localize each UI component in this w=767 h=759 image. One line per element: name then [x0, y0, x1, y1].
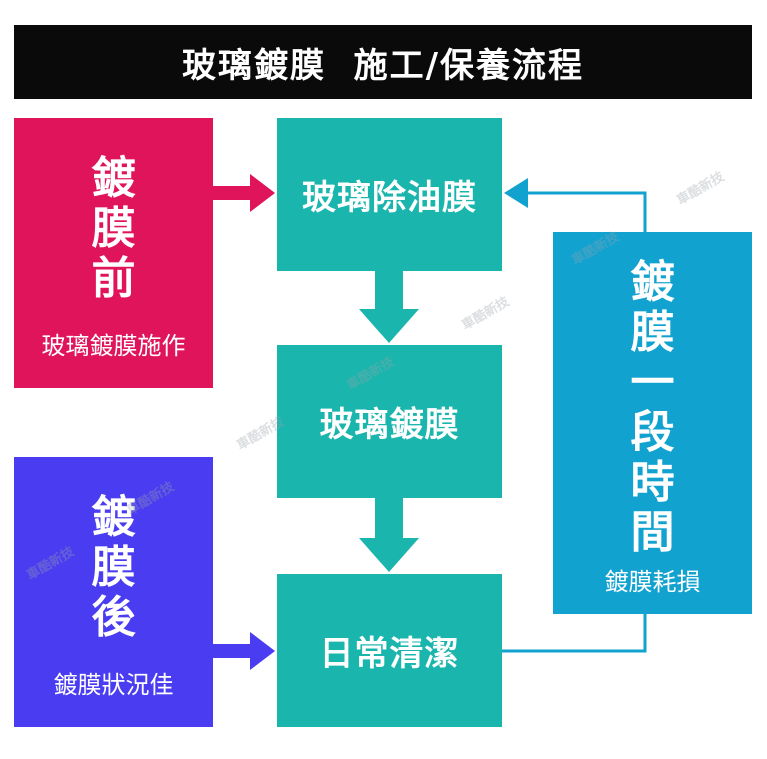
- period-heading: 鍍膜一段時間: [630, 257, 675, 558]
- after-period-box: 鍍膜一段時間 鍍膜耗損: [553, 232, 752, 614]
- connector-cleaning-to-period: [502, 614, 647, 653]
- step-degrease-label: 玻璃除油膜: [302, 178, 477, 218]
- before-coating-box: 鍍膜前 玻璃鍍膜施作: [14, 118, 213, 388]
- before-subtext: 玻璃鍍膜施作: [41, 332, 186, 360]
- page-title: 玻璃鍍膜 施工/保養流程: [181, 45, 585, 86]
- title-bar: 玻璃鍍膜 施工/保養流程: [14, 25, 752, 99]
- arrow-degrease-to-coating: [359, 271, 419, 343]
- arrow-after-to-cleaning: [213, 632, 275, 670]
- after-coating-box: 鍍膜後 鍍膜狀況佳: [14, 457, 213, 727]
- step-coating-box: 玻璃鍍膜: [277, 345, 502, 498]
- after-subtext: 鍍膜狀況佳: [53, 671, 174, 699]
- before-heading: 鍍膜前: [91, 153, 136, 304]
- arrow-period-to-degrease: [504, 178, 647, 232]
- arrow-before-to-degrease: [213, 174, 275, 212]
- step-coating-label: 玻璃鍍膜: [319, 405, 460, 445]
- step-cleaning-label: 日常清潔: [319, 634, 460, 674]
- after-heading: 鍍膜後: [91, 492, 136, 643]
- step-degrease-box: 玻璃除油膜: [277, 118, 502, 271]
- arrow-coating-to-cleaning: [359, 498, 419, 572]
- step-cleaning-box: 日常清潔: [277, 574, 502, 727]
- period-subtext: 鍍膜耗損: [604, 568, 701, 596]
